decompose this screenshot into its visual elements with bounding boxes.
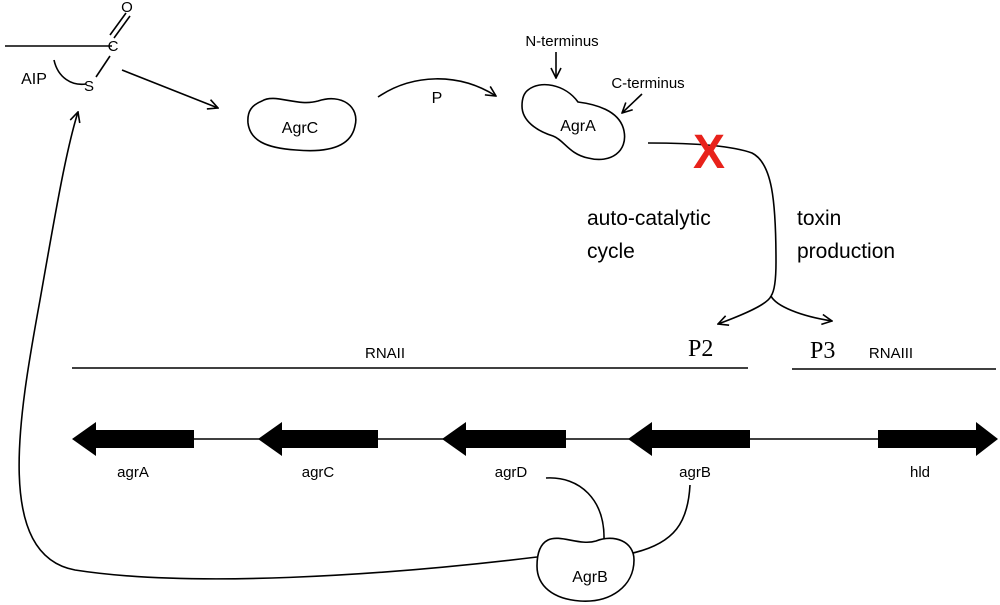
agrb-shape xyxy=(536,537,635,602)
p2-promoter-label: P2 xyxy=(688,336,713,362)
p3-activation-arrow xyxy=(770,295,832,321)
aip-molecule: O C S AIP xyxy=(5,0,133,95)
agrb-protein: AgrB xyxy=(536,537,635,602)
inhibition-x-mark: X xyxy=(693,126,725,179)
thioester-bond xyxy=(95,55,111,78)
n-terminus-label: N-terminus xyxy=(525,33,598,50)
gene-label-agra: agrA xyxy=(117,464,149,481)
gene-agrc: agrC xyxy=(258,422,378,481)
c-terminus-label: C-terminus xyxy=(611,75,684,92)
gene-hld: hld xyxy=(878,422,998,481)
phosphate-label: P xyxy=(432,90,443,107)
p3-promoter-label: P3 xyxy=(810,338,835,364)
aip-ring-arc xyxy=(53,59,87,86)
rnaiii-label: RNAIII xyxy=(869,345,913,362)
agrd-to-agrb-link xyxy=(545,477,605,541)
auto-catalytic-label-line1: auto-catalytic xyxy=(587,207,711,230)
aip-label: AIP xyxy=(21,71,47,88)
gene-agrb: agrB xyxy=(628,422,750,481)
toxin-label-line1: toxin xyxy=(797,207,841,230)
sulfur-label: S xyxy=(84,78,94,95)
gene-arrow-agrc xyxy=(258,422,378,456)
auto-catalytic-label-line2: cycle xyxy=(587,240,635,263)
gene-arrow-agra xyxy=(72,422,194,456)
agrc-label: AgrC xyxy=(282,120,318,137)
carbon-label: C xyxy=(108,38,119,55)
gene-label-hld: hld xyxy=(910,464,930,481)
carbonyl-bond-2 xyxy=(113,15,131,39)
agrb-label: AgrB xyxy=(572,569,608,586)
oxygen-label: O xyxy=(121,0,133,16)
gene-arrow-agrd xyxy=(442,422,566,456)
gene-agrd: agrD xyxy=(442,422,566,481)
carbonyl-bond-1 xyxy=(109,12,127,36)
rnaii-label: RNAII xyxy=(365,345,405,362)
gene-agra: agrA xyxy=(72,422,194,481)
gene-arrow-hld xyxy=(878,422,998,456)
agra-shape xyxy=(521,83,626,161)
agra-binding-path xyxy=(647,142,777,297)
gene-arrow-agrb xyxy=(628,422,750,456)
agrc-shape xyxy=(247,97,357,152)
agrb-gene-to-protein-link xyxy=(632,484,691,554)
aip-to-agrc-arrow xyxy=(121,69,218,108)
phosphotransfer-arrow xyxy=(377,78,496,98)
agra-label: AgrA xyxy=(560,118,596,135)
p2-activation-arrow xyxy=(718,295,772,324)
gene-label-agrd: agrD xyxy=(495,464,528,481)
agrc-protein: AgrC xyxy=(247,97,357,152)
c-terminus-arrow xyxy=(622,93,643,113)
aip-export-feedback-arrow xyxy=(18,112,538,580)
gene-label-agrc: agrC xyxy=(302,464,335,481)
gene-label-agrb: agrB xyxy=(679,464,711,481)
agra-protein: AgrA xyxy=(521,83,626,161)
toxin-label-line2: production xyxy=(797,240,895,263)
